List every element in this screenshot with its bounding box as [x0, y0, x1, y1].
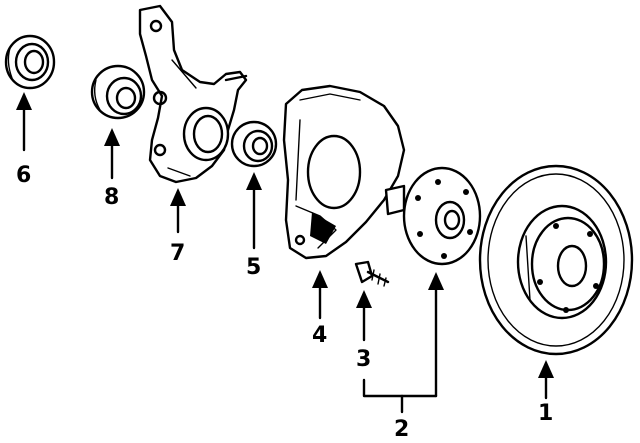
callout-label-8: 8 — [104, 185, 119, 210]
callout-label-5: 5 — [246, 255, 261, 280]
hub-part — [384, 166, 482, 266]
inner-bearing-part — [230, 120, 278, 168]
callout-arrows — [16, 92, 554, 414]
callout-label-4: 4 — [312, 323, 327, 348]
disc-rotor-part — [478, 164, 634, 356]
outer-bearing-part — [90, 64, 146, 120]
callout-label-2: 2 — [394, 417, 409, 442]
oil-seal-part — [4, 34, 56, 90]
callout-label-3: 3 — [356, 347, 371, 372]
callout-label-7: 7 — [170, 241, 185, 266]
callout-label-6: 6 — [16, 163, 31, 188]
wheel-stud-part — [354, 260, 390, 287]
callout-label-1: 1 — [538, 401, 553, 426]
steering-knuckle-part — [138, 4, 248, 184]
splash-shield-part — [282, 84, 406, 260]
callout-labels: 1 2 3 4 5 6 7 8 — [16, 163, 553, 442]
